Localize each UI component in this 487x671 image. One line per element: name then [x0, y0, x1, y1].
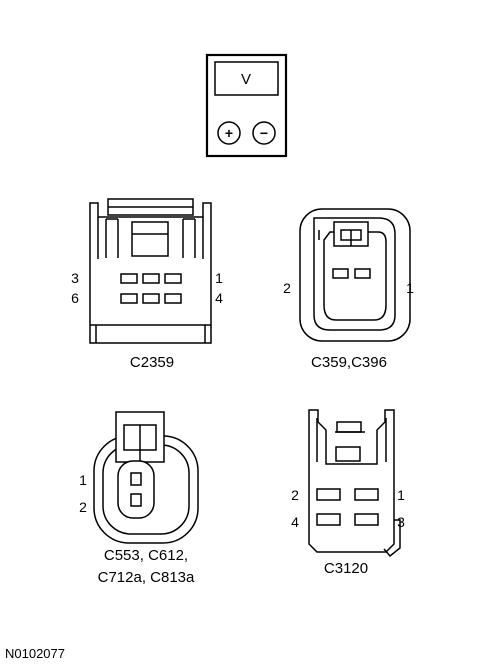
meter-plus-label: +	[225, 125, 233, 141]
c3120-pin-4-label: 4	[291, 514, 299, 530]
connector-c359-c396: 2 1 C359,C396	[283, 208, 414, 371]
meter-display-label: V	[241, 71, 251, 88]
c553-caption-line1: C553, C612,	[104, 547, 188, 564]
c2359-pin-6-label: 6	[71, 290, 79, 306]
c359-pin-cavity	[332, 268, 349, 279]
connector-c2359: 3 6 1 4 C2359	[71, 198, 223, 371]
meter-minus-label: −	[260, 125, 268, 141]
c2359-pin-cavity	[120, 273, 138, 284]
c359-pin-1-label: 1	[406, 280, 414, 296]
c553-pin-cavity	[130, 472, 142, 486]
c2359-pin-cavity	[142, 273, 160, 284]
c2359-caption: C2359	[130, 354, 174, 371]
c553-caption-line2: C712a, C813a	[98, 569, 195, 586]
c3120-pin-cavity	[354, 513, 379, 526]
c3120-pin-2-label: 2	[291, 487, 299, 503]
c2359-pin-cavity	[164, 293, 182, 304]
c3120-caption: C3120	[324, 560, 368, 577]
c3120-pin-3-label: 3	[397, 514, 405, 530]
figure-id: N0102077	[5, 646, 65, 661]
c2359-pin-cavity	[120, 293, 138, 304]
c3120-pin-cavity	[354, 488, 379, 501]
multimeter: V + −	[205, 53, 288, 158]
meter-minus-terminal	[252, 121, 276, 145]
c2359-pin-cavity	[164, 273, 182, 284]
c2359-pin-3-label: 3	[71, 270, 79, 286]
c3120-pin-cavity	[316, 513, 341, 526]
c3120-pin-1-label: 1	[397, 487, 405, 503]
c359-caption: C359,C396	[311, 354, 387, 371]
c359-pin-2-label: 2	[283, 280, 291, 296]
connector-c553-group: 1 2 C553, C612, C712a, C813a	[79, 411, 199, 586]
c553-pin-1-label: 1	[79, 472, 87, 488]
c553-pin-2-label: 2	[79, 499, 87, 515]
c2359-pin-1-label: 1	[215, 270, 223, 286]
c2359-pin-4-label: 4	[215, 290, 223, 306]
c3120-pin-cavity	[316, 488, 341, 501]
meter-display	[214, 61, 279, 96]
c2359-pin-cavity	[142, 293, 160, 304]
connector-c3120: 2 1 4 3 C3120	[291, 409, 405, 577]
c359-pin-cavity	[354, 268, 371, 279]
c553-pin-cavity	[130, 493, 142, 507]
meter-plus-terminal	[217, 121, 241, 145]
